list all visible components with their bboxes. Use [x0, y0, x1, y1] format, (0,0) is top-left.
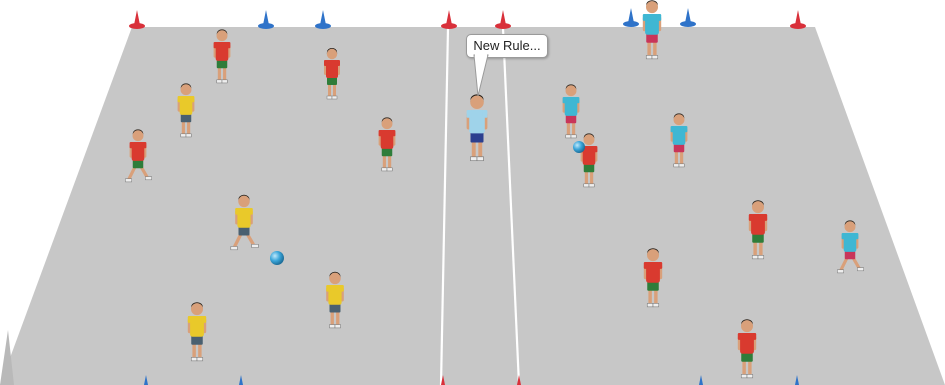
cone-icon[interactable] [623, 8, 639, 27]
cone-icon[interactable] [315, 10, 331, 29]
cone-icon[interactable] [258, 10, 274, 29]
ball-icon[interactable] [270, 251, 284, 265]
cone-icon[interactable] [129, 10, 145, 29]
ball-icon[interactable] [573, 141, 585, 153]
cone-icon[interactable] [790, 10, 806, 29]
cone-icon[interactable] [680, 8, 696, 27]
speech-callout[interactable]: New Rule... [466, 34, 548, 58]
pitch-surface [0, 27, 945, 385]
cone-icon[interactable] [441, 10, 457, 29]
cone-icon[interactable] [495, 10, 511, 29]
